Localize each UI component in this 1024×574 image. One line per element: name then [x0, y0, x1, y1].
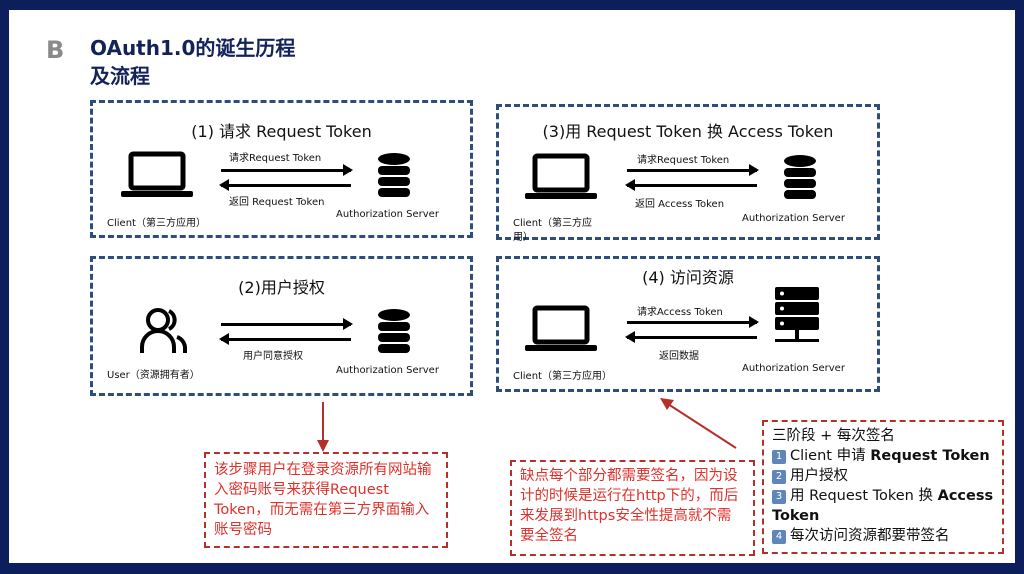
- arrow-label-bottom: 返回 Request Token: [229, 197, 325, 208]
- summary-text: 用户授权: [790, 468, 848, 484]
- database-icon: [378, 309, 410, 353]
- arrow-right: [627, 316, 759, 328]
- laptop-icon: [525, 153, 597, 199]
- number-3-icon: 3: [772, 490, 786, 504]
- arrow-left: [625, 331, 757, 343]
- server-label: Authorization Server: [742, 363, 845, 374]
- step-title: (1) 请求 Request Token: [191, 122, 372, 141]
- step-1-box: (1) 请求 Request Token 请求Request Token 返回 …: [90, 100, 473, 238]
- arrow-label-bottom: 用户同意授权: [243, 351, 303, 362]
- section-badge: B: [46, 36, 65, 64]
- summary-bold: Access Token: [772, 488, 994, 524]
- summary-text: 每次访问资源都要带签名: [790, 528, 950, 544]
- arrow-label-top: 请求Request Token: [229, 153, 322, 164]
- server-rack-icon: [775, 287, 819, 342]
- step-3-box: (3)用 Request Token 换 Access Token 请求Requ…: [496, 104, 880, 243]
- step-2-box: (2)用户授权 用户同意授权 User（资源拥有者） Authorization…: [90, 256, 473, 396]
- arrow-right: [221, 318, 353, 330]
- step-title: (4) 访问资源: [642, 268, 734, 287]
- summary-text: 用 Request Token 换: [790, 488, 938, 504]
- summary-bold: Request Token: [870, 448, 990, 464]
- diagonal-arrow-head: [660, 398, 674, 410]
- arrow-label-bottom: 返回数据: [659, 351, 699, 362]
- client-label: User（资源拥有者）: [107, 370, 200, 381]
- database-icon: [378, 153, 410, 197]
- number-2-icon: 2: [772, 470, 786, 484]
- arrow-label-top: 请求Request Token: [637, 155, 730, 166]
- summary-text: Client 申请: [790, 448, 871, 464]
- summary-item: 2 用户授权: [772, 466, 994, 486]
- step-4-box: (4) 访问资源 请求Access Token 返回数据 Client（第三方应…: [496, 256, 880, 392]
- drawback-note-text: 缺点每个部分都需要签名，因为设计的时候是运行在http下的，而后来发展到http…: [520, 468, 739, 544]
- arrow-right: [221, 164, 353, 176]
- laptop-icon: [121, 151, 193, 197]
- number-1-icon: 1: [772, 450, 786, 464]
- summary-heading: 三阶段 + 每次签名: [772, 428, 895, 444]
- client-label: Client（第三方应用）: [107, 218, 206, 229]
- arrow-left: [625, 179, 757, 191]
- step-title: (2)用户授权: [238, 278, 325, 297]
- arrow-right: [627, 164, 759, 176]
- drawback-note: 缺点每个部分都需要签名，因为设计的时候是运行在http下的，而后来发展到http…: [510, 460, 755, 556]
- down-arrow-head: [317, 440, 329, 452]
- number-4-icon: 4: [772, 530, 786, 544]
- arrow-label-top: 请求Access Token: [637, 307, 723, 318]
- page-title: OAuth1.0的诞生历程及流程: [90, 36, 296, 88]
- arrow-left: [219, 179, 351, 191]
- server-label: Authorization Server: [336, 209, 439, 220]
- summary-item: 4 每次访问资源都要带签名: [772, 526, 994, 546]
- client-label: Client（第三方应用）: [513, 218, 592, 243]
- summary-item: 3 用 Request Token 换 Access Token: [772, 486, 994, 526]
- arrow-left: [219, 333, 351, 345]
- arrow-label-bottom: 返回 Access Token: [635, 199, 725, 210]
- user-icon: [140, 308, 187, 353]
- laptop-icon: [525, 305, 597, 351]
- client-label: Client（第三方应用）: [513, 371, 612, 382]
- database-icon: [784, 155, 816, 199]
- server-label: Authorization Server: [336, 365, 439, 376]
- summary-box: 三阶段 + 每次签名 1 Client 申请 Request Token 2 用户授…: [762, 420, 1004, 554]
- summary-item: 1 Client 申请 Request Token: [772, 446, 994, 466]
- step-title: (3)用 Request Token 换 Access Token: [542, 122, 834, 141]
- diagonal-arrow: [667, 403, 737, 449]
- step2-note-text: 该步骤用户在登录资源所有网站输入密码账号来获得Request Token，而无需…: [214, 462, 432, 538]
- server-label: Authorization Server: [742, 213, 845, 224]
- step2-note: 该步骤用户在登录资源所有网站输入密码账号来获得Request Token，而无需…: [204, 452, 448, 548]
